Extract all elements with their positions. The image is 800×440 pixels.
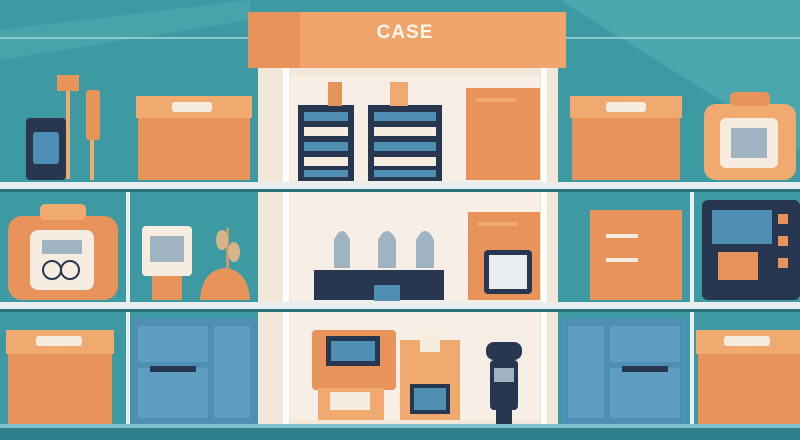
sign-text: CASE [376,22,434,43]
cardboard-box-icon [466,88,540,180]
filing-cabinet-icon [562,318,686,424]
background-light-beam [0,0,250,60]
lamp-icon [57,75,100,180]
shelf-post [283,62,289,432]
tablet-icon [400,332,460,420]
cardboard-box-icon [590,210,682,300]
laptop-icon [318,388,384,420]
cardboard-box-icon [6,330,114,424]
shelf-board [0,182,800,189]
document-binder-icon [298,82,354,181]
shelf-board [0,302,800,309]
filing-cabinet-icon [132,318,256,424]
sign-board-highlight [300,12,566,68]
floor-highlight [0,424,800,428]
radio-icon [8,204,118,300]
laptop-icon [312,330,396,390]
radio-icon [704,92,796,180]
cardboard-box-icon [696,330,800,424]
microwave-icon [702,200,800,300]
calendar-icon [142,226,192,300]
cardboard-box-icon [570,96,682,180]
cardboard-box-icon [136,96,252,180]
plant-icon [200,228,250,300]
tablet-icon [484,250,532,294]
shelf-board-shadow [0,309,800,312]
document-binder-icon [368,82,442,181]
shelf-post [541,62,547,432]
robot-icon [486,342,522,424]
lantern-icon [314,231,444,301]
shelf-board-shadow [0,189,800,192]
storage-box-icon [26,118,66,180]
